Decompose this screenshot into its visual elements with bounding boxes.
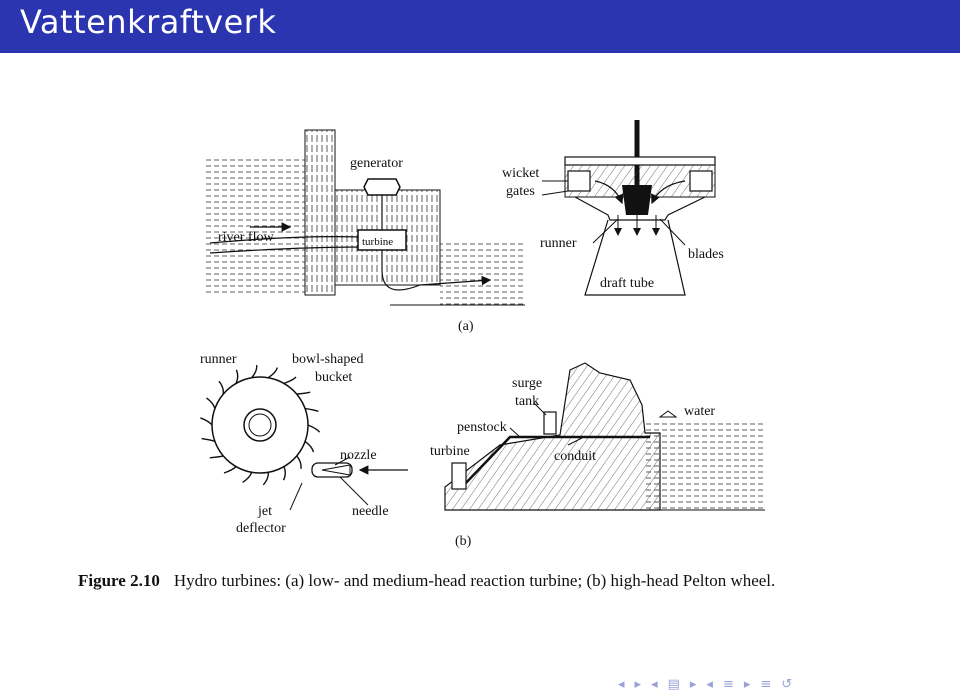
bucket <box>262 472 270 486</box>
label-water: water <box>684 404 715 419</box>
nav-next-subsection-icon[interactable]: ▸ <box>689 676 697 692</box>
nav-prev-subsection-icon[interactable]: ◂ <box>651 676 658 692</box>
label-jet: jet <box>257 504 272 519</box>
bucket <box>209 455 224 459</box>
turbine-house-b <box>451 462 467 490</box>
nav-section-icon[interactable]: ≡ <box>722 676 734 692</box>
high-head-plant-diagram: surge tank penstock water turbine condui… <box>430 362 765 511</box>
slide-title: Vattenkraftverk <box>20 3 277 41</box>
label-gates: gates <box>506 184 535 199</box>
label-needle: needle <box>352 504 389 519</box>
label-tank: tank <box>515 394 539 409</box>
dam-wall <box>304 129 336 296</box>
penstock-pipe <box>461 435 650 488</box>
label-generator: generator <box>350 156 403 171</box>
buckets <box>200 365 321 486</box>
bucket <box>267 367 279 379</box>
surge-tank-shape <box>543 411 557 435</box>
label-bucket: bucket <box>315 370 352 385</box>
label-runner-a: runner <box>540 236 577 251</box>
label-bowl-shaped: bowl-shaped <box>292 352 364 367</box>
draft-tube-shape <box>584 219 686 296</box>
figure-caption-text: Hydro turbines: (a) low- and medium-head… <box>173 571 776 590</box>
generator-shape <box>363 178 401 196</box>
bucket <box>251 365 258 379</box>
pelton-wheel-diagram: runner bowl-shaped bucket nozzle jet def… <box>200 352 408 536</box>
label-wicket: wicket <box>502 166 539 181</box>
bucket <box>242 472 253 483</box>
reservoir <box>645 420 765 510</box>
downstream-water <box>440 243 525 305</box>
slide-title-bar: Vattenkraftverk <box>0 0 960 53</box>
dam-diagram: generator river flow turbine <box>205 129 525 306</box>
caption-part-b: (b) <box>455 534 472 549</box>
bucket <box>296 391 311 395</box>
label-turbine-a: turbine <box>362 236 393 248</box>
label-runner-b: runner <box>200 352 237 367</box>
label-surge: surge <box>512 376 542 391</box>
nav-next-section-icon[interactable]: ▸ <box>743 676 751 692</box>
bucket <box>218 380 225 395</box>
bucket <box>235 369 239 384</box>
nav-prev-frame-icon[interactable]: ◂ <box>618 676 625 692</box>
label-nozzle: nozzle <box>340 448 377 463</box>
bucket <box>305 407 319 413</box>
bucket <box>200 417 213 426</box>
beamer-navigation-bar: ◂ ▸ ◂ ▤ ▸ ◂ ≡ ▸ ≡ ↺ <box>618 674 792 694</box>
label-blades: blades <box>688 247 724 262</box>
bucket <box>307 424 321 433</box>
bucket <box>282 466 286 481</box>
figure-drawing: generator river flow turbine wicket gate… <box>200 120 765 549</box>
bucket <box>206 397 216 409</box>
bucket <box>201 437 216 443</box>
nav-next-frame-icon[interactable]: ▸ <box>634 676 642 692</box>
label-turbine-b: turbine <box>430 444 470 459</box>
bucket <box>304 440 315 453</box>
label-draft-tube: draft tube <box>600 276 654 291</box>
figure-caption: Figure 2.10 Hydro turbines: (a) low- and … <box>78 570 878 592</box>
bucket <box>296 455 302 469</box>
label-deflector: deflector <box>236 521 286 536</box>
runner-hub <box>622 185 652 215</box>
label-river-flow: river flow <box>218 230 274 245</box>
label-conduit: conduit <box>554 449 596 464</box>
bucket <box>283 376 297 385</box>
nav-align-icon[interactable]: ≡ <box>760 676 772 692</box>
reaction-turbine-diagram: wicket gates runner blades draft tube <box>502 120 724 296</box>
nav-prev-section-icon[interactable]: ◂ <box>706 676 713 692</box>
nav-search-icon[interactable]: ↺ <box>781 676 793 692</box>
figure-caption-label: Figure 2.10 <box>78 571 160 590</box>
bucket <box>223 466 237 474</box>
hydro-turbine-figure: generator river flow turbine wicket gate… <box>190 115 770 555</box>
caption-part-a: (a) <box>458 319 474 334</box>
label-penstock: penstock <box>457 420 507 435</box>
nav-subsection-icon[interactable]: ▤ <box>667 676 680 692</box>
upstream-water <box>205 155 305 295</box>
